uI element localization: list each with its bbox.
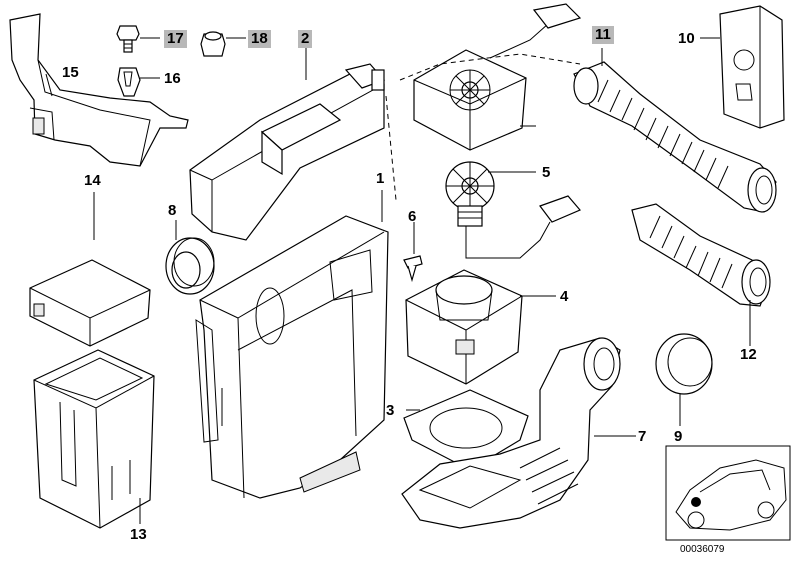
part-13-label[interactable]: 13	[130, 526, 147, 543]
document-id: 00036079	[680, 544, 725, 555]
vehicle-location-inset	[665, 445, 791, 541]
part-8-drawing	[165, 237, 215, 295]
part-10-label[interactable]: 10	[678, 30, 695, 47]
part-11-label[interactable]: 11	[592, 26, 614, 44]
part-8-label[interactable]: 8	[168, 202, 177, 219]
part-15-drawing	[9, 13, 189, 167]
part-2-label[interactable]: 2	[298, 30, 313, 48]
part-19-drawing	[413, 3, 582, 151]
part-14-drawing	[29, 259, 151, 347]
part-17-screw-drawing	[116, 25, 140, 53]
part-7-label[interactable]: 7	[638, 428, 647, 445]
dashed-connectors	[385, 53, 581, 201]
part-11-drawing	[573, 61, 777, 213]
part-4-label[interactable]: 4	[560, 288, 569, 305]
part-9-label[interactable]: 9	[674, 428, 683, 445]
part-5-label[interactable]: 5	[542, 164, 551, 181]
part-13-drawing	[33, 349, 155, 529]
part-18-label[interactable]: 18	[248, 30, 271, 48]
part-3-drawing	[403, 389, 529, 471]
part-10-drawing	[719, 5, 785, 129]
part-9-drawing	[655, 333, 713, 395]
part-1-drawing	[195, 215, 389, 499]
part-14-label[interactable]: 14	[84, 172, 101, 189]
part-2-drawing	[189, 63, 386, 241]
part-15-label[interactable]: 15	[62, 64, 79, 81]
part-5-drawing	[445, 161, 581, 259]
part-16-label[interactable]: 16	[164, 70, 181, 87]
part-18-nut-drawing	[200, 31, 226, 57]
part-16-clip-drawing	[117, 67, 141, 97]
leader-lines	[45, 37, 751, 524]
part-12-drawing	[631, 203, 771, 307]
part-7-drawing	[401, 337, 621, 529]
part-6-drawing	[403, 255, 423, 283]
part-12-label[interactable]: 12	[740, 346, 757, 363]
part-17-label[interactable]: 17	[164, 30, 187, 48]
part-4-drawing	[405, 269, 523, 385]
part-6-label[interactable]: 6	[408, 208, 417, 225]
part-1-label[interactable]: 1	[376, 170, 385, 187]
part-3-label[interactable]: 3	[386, 402, 395, 419]
